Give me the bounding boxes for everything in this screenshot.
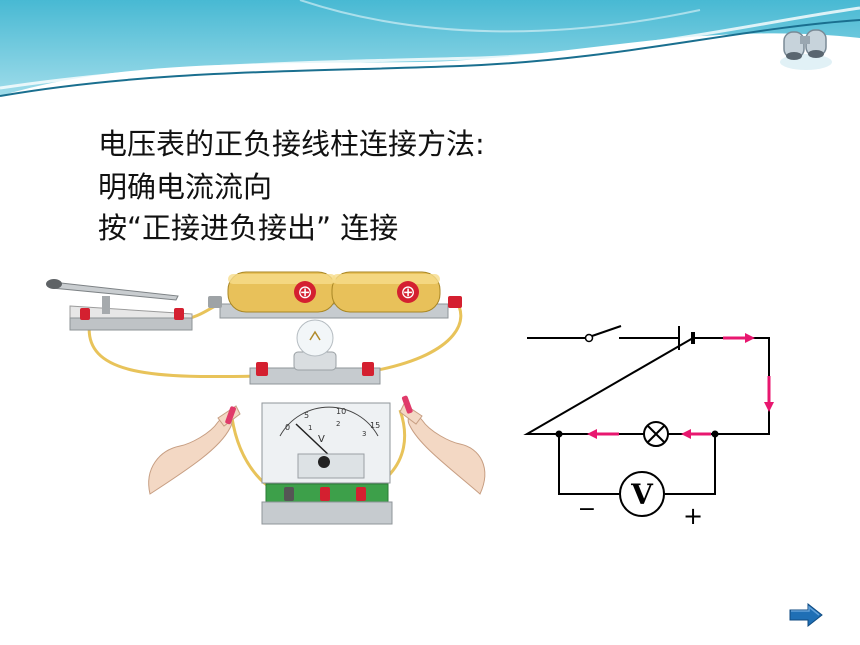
meter-terminal-15 <box>356 487 366 501</box>
battery-holder: ⊕ ⊕ <box>208 271 462 319</box>
plus-label: + <box>683 502 703 530</box>
meter-scale-15: 15 <box>370 421 380 430</box>
text-line-1: 电压表的正负接线柱连接方法: <box>98 127 485 161</box>
right-hand <box>399 395 486 495</box>
battery-terminal-right <box>448 296 462 308</box>
voltmeter-symbol <box>619 471 665 517</box>
meter-scale-10: 10 <box>336 407 346 416</box>
voltmeter-apparatus: 0 5 10 15 1 2 3 V <box>261 402 393 525</box>
switch-contact <box>584 333 594 343</box>
left-hand <box>148 405 241 495</box>
right-arrow-icon <box>789 603 823 627</box>
light-bulb <box>249 319 381 385</box>
switch-terminal-right <box>174 308 184 320</box>
text-line-3: 按“正接进负接出” 连接 <box>98 211 399 245</box>
meter-scale-5: 5 <box>304 411 309 420</box>
meter-terminal-negative <box>284 487 294 501</box>
wire <box>87 319 261 379</box>
circuit-wire-outer <box>523 337 770 435</box>
minus-label: − <box>578 497 596 522</box>
current-arrows <box>587 333 774 439</box>
circuit-diagram: V − + <box>523 325 774 530</box>
meter-unit: V <box>318 434 325 445</box>
meter-needle <box>295 423 333 459</box>
battery-plus-label-1: ⊕ <box>297 282 312 303</box>
knife-switch <box>46 279 193 331</box>
text-line-2: 明确电流流向 <box>98 170 273 204</box>
voltmeter-branch <box>558 434 716 495</box>
meter-scale-0: 0 <box>285 423 290 432</box>
junction-right <box>711 430 719 438</box>
meter-scale-3: 3 <box>362 430 366 438</box>
meter-terminal-3 <box>320 487 330 501</box>
voltmeter-label: V <box>630 478 654 511</box>
battery-plus-label-2: ⊕ <box>400 282 415 303</box>
switch-blade <box>591 325 622 337</box>
meter-scale-1: 1 <box>308 424 312 432</box>
junction-left <box>555 430 563 438</box>
battery-terminal-left <box>208 296 222 308</box>
meter-scale-2: 2 <box>336 420 340 428</box>
switch-terminal-left <box>80 308 90 320</box>
lab-apparatus-illustration: ⊕ ⊕ 0 5 10 15 1 2 3 V <box>46 271 486 525</box>
next-slide-button[interactable] <box>788 603 824 627</box>
header-wave-banner <box>0 0 860 97</box>
binoculars-icon <box>780 29 832 70</box>
